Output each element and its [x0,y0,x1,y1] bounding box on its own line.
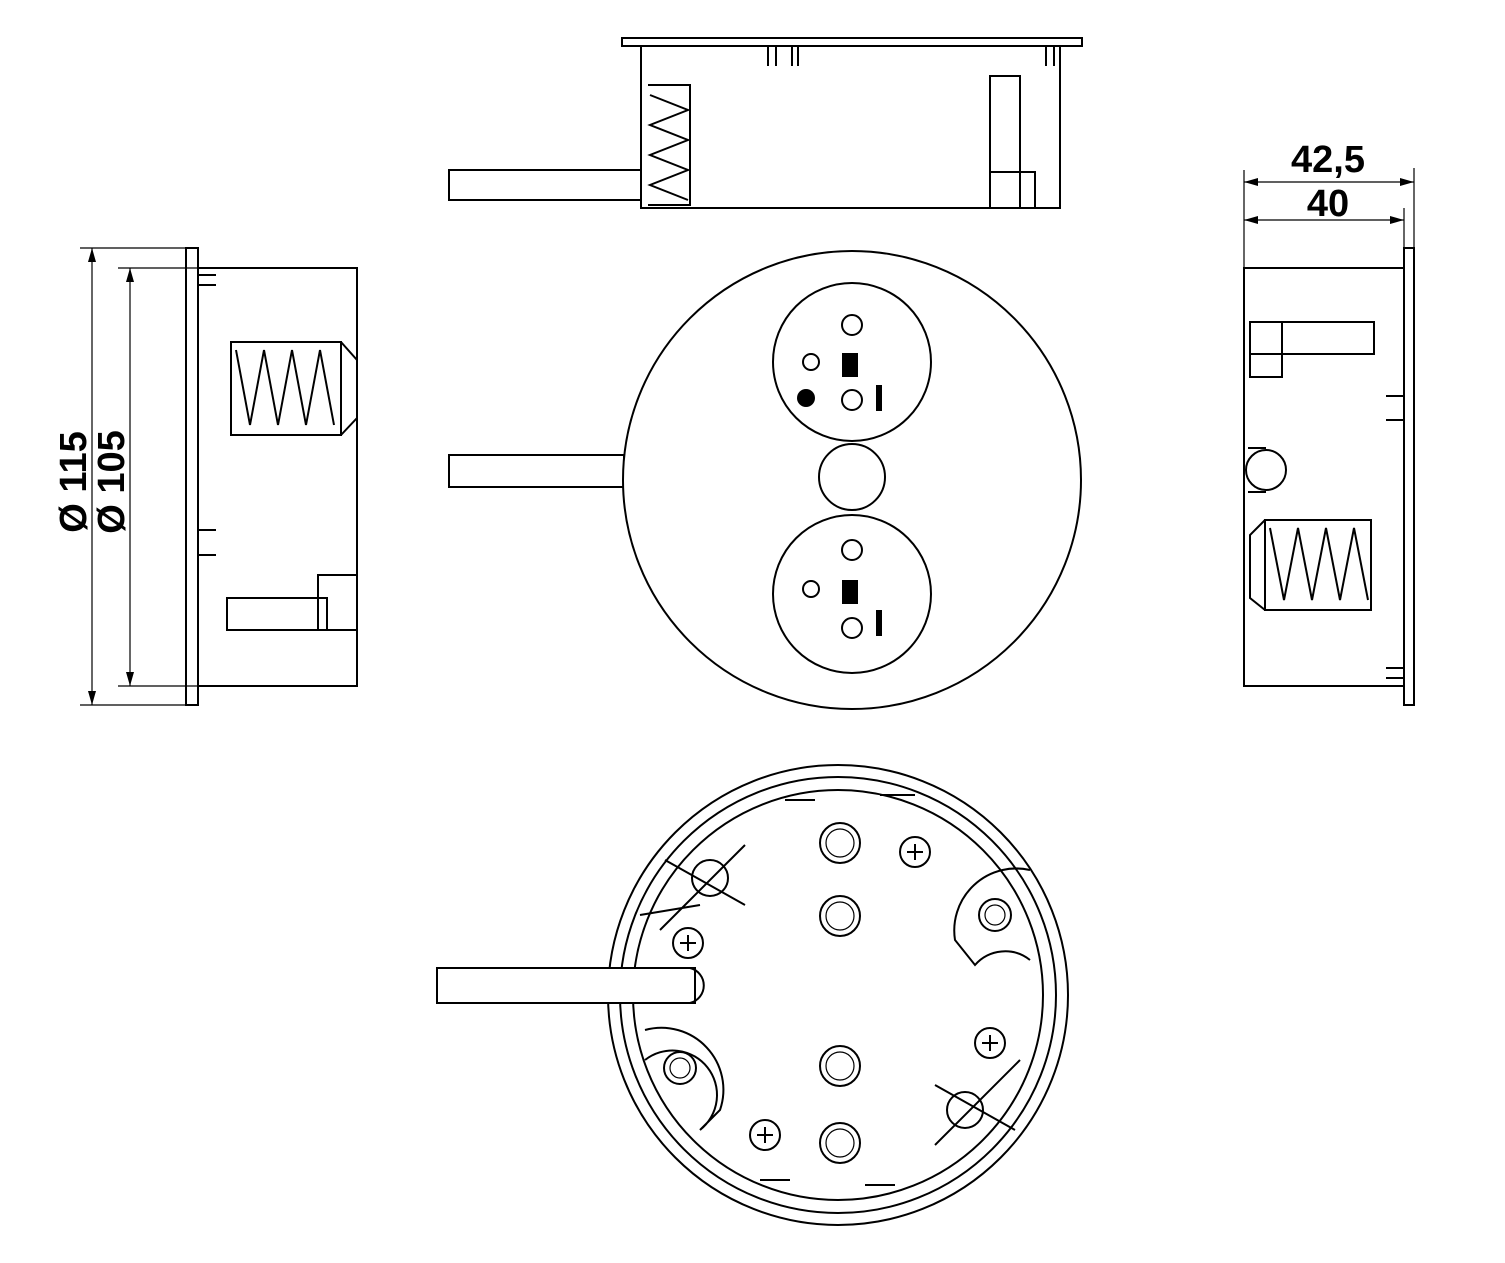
fixing-lugs [639,844,1031,1146]
total-depth-label: 42,5 [1291,139,1365,181]
right-view: 42,5 40 [1243,139,1415,706]
socket-top [772,282,932,442]
socket-bottom [772,514,932,674]
body-depth-label: 40 [1307,183,1349,225]
rear-view [436,764,1069,1226]
front-view [448,250,1082,710]
screws [672,836,1006,1151]
mounting-holes [819,822,861,1164]
inner-diameter-label: Ø 105 [91,430,133,534]
outer-diameter-label: Ø 115 [53,431,95,532]
left-view: Ø 115 Ø 105 [53,247,358,706]
top-view [448,37,1083,209]
